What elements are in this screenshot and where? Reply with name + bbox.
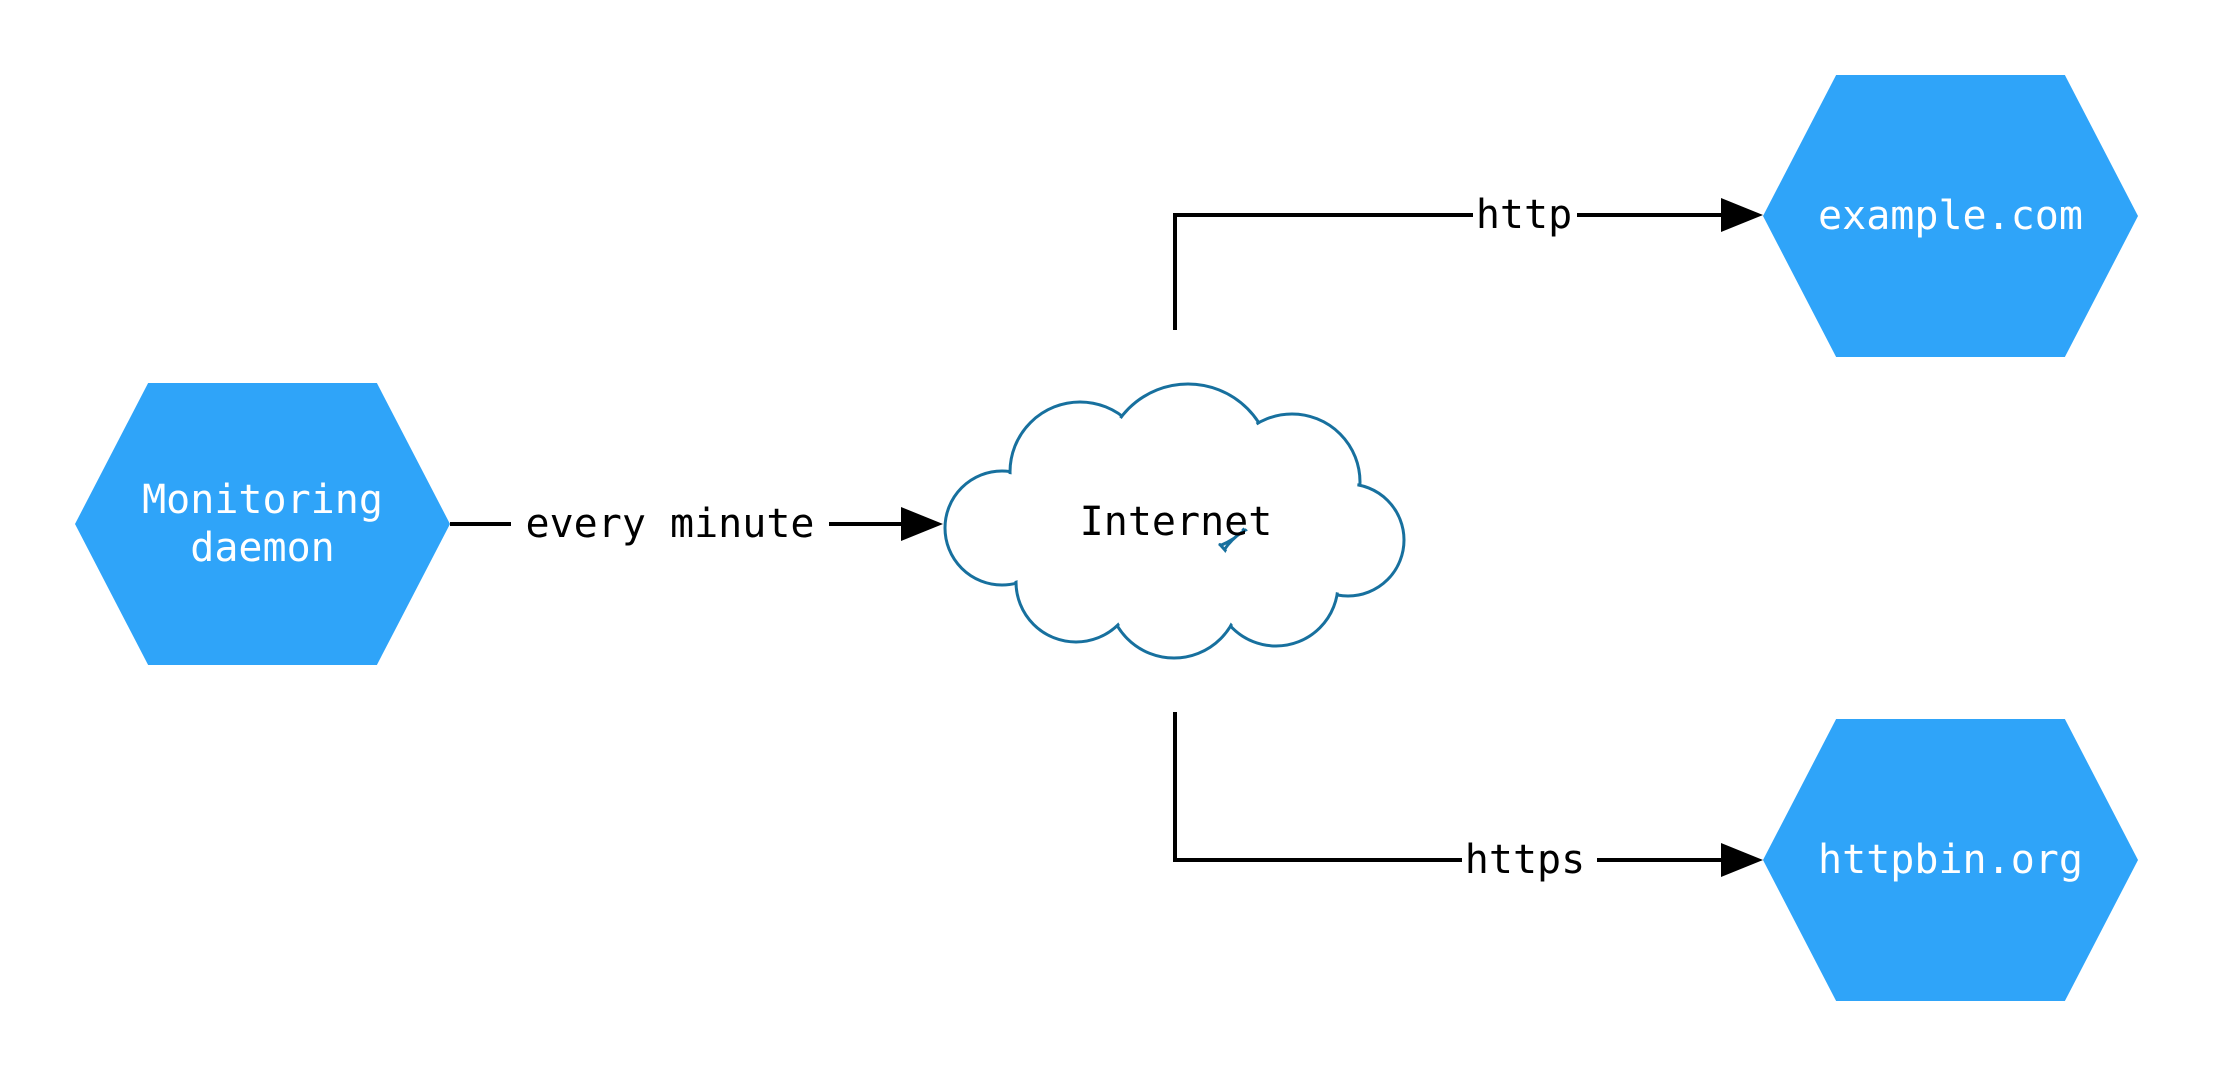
internet-label: Internet [1080, 499, 1273, 545]
edge-http-vertical-segment [1173, 213, 1177, 330]
httpbin-org-node: httpbin.org [1763, 719, 2138, 1001]
cloud-fill-mask [947, 386, 1402, 656]
arrow-head-icon [1721, 198, 1763, 232]
edge-http-segment-1 [1173, 213, 1473, 217]
edge-https-label: https [1464, 837, 1586, 883]
monitoring-daemon-label: Monitoring daemon [142, 477, 383, 571]
internet-cloud-node: Internet [943, 382, 1406, 660]
monitoring-daemon-node: Monitoring daemon [75, 383, 450, 665]
edge-every-minute-label: every minute [525, 501, 815, 547]
arrow-head-icon [1721, 843, 1763, 877]
edge-http-label: http [1475, 192, 1573, 238]
arrow-head-icon [901, 507, 943, 541]
edge-https-segment-2 [1597, 858, 1721, 862]
example-com-label: example.com [1818, 193, 2083, 239]
edge-every-minute-segment-2 [829, 522, 902, 526]
example-com-node: example.com [1763, 75, 2138, 357]
edge-https-segment-1 [1173, 858, 1462, 862]
edge-every-minute-segment-1 [450, 522, 511, 526]
edge-http-segment-2 [1577, 213, 1721, 217]
httpbin-org-label: httpbin.org [1818, 837, 2083, 883]
edge-https-vertical-segment [1173, 712, 1177, 862]
